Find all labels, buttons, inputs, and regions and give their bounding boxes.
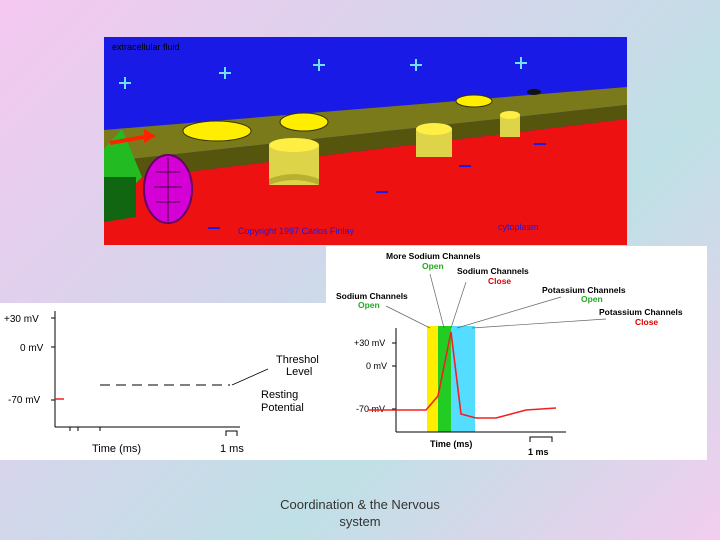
scale-bar	[529, 436, 553, 442]
x-axis-label: Time (ms)	[92, 443, 141, 455]
annotation-pointers	[385, 273, 607, 329]
caption-line-1: Coordination & the Nervous	[280, 497, 440, 512]
band-more-sodium	[438, 326, 451, 432]
label-extracellular: extracellular fluid	[112, 42, 180, 52]
y-label-plus30: +30 mV	[4, 314, 39, 325]
annotation-sodium-open-state: Open	[358, 300, 380, 310]
plus-ions	[119, 57, 527, 89]
resting-label-2: Potential	[261, 402, 304, 414]
ion-arrow	[109, 129, 156, 145]
membrane-top	[104, 87, 627, 162]
y-label-minus70: -70 mV	[8, 395, 41, 406]
membrane-svg: extracellular fluid Copyright 1997 Carlo…	[104, 37, 627, 245]
x-axis-label: Time (ms)	[430, 439, 472, 449]
label-copyright: Copyright 1997 Carlos Finlay	[238, 226, 355, 236]
y-label-minus70: -70 mV	[356, 404, 385, 414]
channel-closed-3	[455, 94, 493, 108]
label-cytoplasm: cytoplasm	[498, 222, 539, 232]
action-potential-graph-svg: +30 mV 0 mV -70 mV More Sodium Channels …	[336, 251, 683, 457]
membrane-illustration: extracellular fluid Copyright 1997 Carlo…	[104, 37, 627, 245]
threshold-graph: +30 mV 0 mV -70 mV Threshol Level Restin…	[0, 303, 342, 460]
threshold-graph-svg: +30 mV 0 mV -70 mV Threshol Level Restin…	[4, 311, 319, 455]
threshold-label-2: Level	[286, 366, 312, 378]
membrane-front	[104, 105, 627, 182]
minus-ions	[208, 143, 546, 229]
annotation-potassium-close-state: Close	[635, 317, 658, 327]
channel-open-1	[269, 138, 319, 185]
annotation-potassium-open: Potassium Channels	[542, 285, 626, 295]
annotation-sodium-close-state: Close	[488, 276, 511, 286]
scale-label: 1 ms	[528, 447, 549, 457]
y-label-plus30: +30 mV	[354, 338, 385, 348]
annotation-more-sodium: More Sodium Channels	[386, 251, 481, 261]
threshold-label-1: Threshol	[276, 354, 319, 366]
channel-dark	[527, 89, 541, 95]
annotation-potassium-close: Potassium Channels	[599, 307, 683, 317]
sodium-potassium-pump	[143, 154, 193, 224]
annotation-sodium-open: Sodium Channels	[336, 291, 408, 301]
scale-label: 1 ms	[220, 443, 244, 455]
threshold-pointer	[231, 368, 269, 386]
channel-closed-2	[279, 112, 329, 132]
resting-label-1: Resting	[261, 389, 298, 401]
channel-open-3	[500, 111, 520, 137]
neighbour-cell-shadow	[104, 177, 136, 222]
scale-bar	[225, 430, 238, 436]
channel-open-2	[416, 123, 452, 157]
action-potential-graph: +30 mV 0 mV -70 mV More Sodium Channels …	[326, 246, 707, 460]
slide-caption: Coordination & the Nervous system	[230, 496, 490, 530]
caption-line-2: system	[339, 514, 381, 529]
channel-closed-1	[182, 120, 252, 142]
y-label-zero: 0 mV	[366, 361, 387, 371]
action-potential-trace	[368, 331, 557, 419]
annotation-potassium-open-state: Open	[581, 294, 603, 304]
y-label-zero: 0 mV	[20, 343, 44, 354]
cytoplasm-region	[104, 119, 627, 245]
annotation-sodium-close: Sodium Channels	[457, 266, 529, 276]
band-sodium-open	[427, 326, 438, 432]
annotation-more-sodium-state: Open	[422, 261, 444, 271]
